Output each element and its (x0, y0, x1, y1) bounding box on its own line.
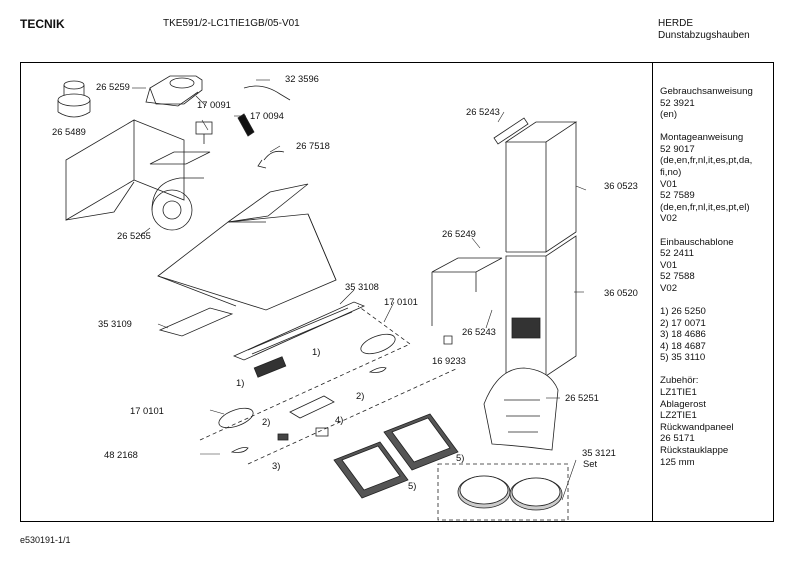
info-line: 52 9017 (660, 143, 695, 155)
callout-label: 5) (408, 480, 417, 491)
callout-label: 1) (236, 377, 245, 388)
info-line: 52 3921 (660, 97, 695, 109)
duct-adapter-part (57, 80, 91, 118)
power-cable-part (257, 150, 285, 169)
info-line: Rückstauklappe (660, 445, 729, 457)
part-label: 17 0094 (250, 110, 284, 121)
chimney-upper-part (504, 121, 578, 253)
info-line: 52 2411 (660, 248, 694, 260)
info-line: 2) 17 0071 (660, 317, 706, 329)
chimney-lower-part (505, 235, 577, 377)
sleeve-part (237, 113, 255, 137)
manual-block: Gebrauchsanweisung 52 3921 (en) (660, 86, 772, 121)
part-label: 26 5243 (462, 326, 496, 337)
callout-label: 3) (272, 460, 281, 471)
info-line: 3) 18 4686 (660, 329, 706, 341)
info-line: 52 7589 (660, 190, 695, 202)
part-label: 35 3121 (582, 447, 616, 458)
motor-plate-part (65, 119, 185, 221)
lamp-group-outline (199, 305, 459, 465)
info-line: Einbauschablone (660, 236, 734, 248)
info-line: 125 mm (660, 456, 695, 468)
part-label: 26 5489 (52, 126, 86, 137)
brand-name: TECNIK (20, 17, 65, 31)
model-number: TKE591/2-LC1TIE1GB/05-V01 (163, 18, 300, 29)
drawing-frame (20, 62, 774, 522)
info-line: V01 (660, 259, 678, 271)
info-line: 52 7588 (660, 271, 695, 283)
info-line: Montageanweisung (660, 132, 744, 144)
part-label: 36 0520 (604, 287, 638, 298)
cable-tie-part (243, 85, 291, 101)
info-line: 1) 26 5250 (660, 306, 706, 317)
carbon-filter-set (437, 463, 569, 521)
part-label: 35 3108 (345, 281, 379, 292)
assembly-block: Montageanweisung 52 9017 (de,en,fr,nl,it… (660, 132, 772, 225)
clip-part (443, 335, 453, 345)
callout-legend: 1) 26 5250 2) 17 0071 3) 18 4686 4) 18 4… (660, 306, 772, 364)
manufacturer-block: HERDE Dunstabzugshauben (658, 18, 750, 42)
part-label: 26 5249 (442, 228, 476, 239)
info-line: Gebrauchsanweisung (660, 86, 753, 97)
part-label: 35 3109 (98, 318, 132, 329)
part-label: 26 5265 (117, 230, 151, 241)
filter-frame-part (232, 301, 366, 378)
callout-label: 2) (262, 416, 271, 427)
callout-label: 5) (456, 452, 465, 463)
part-label: 16 9233 (432, 355, 466, 366)
side-info-panel: Gebrauchsanweisung 52 3921 (en) Montagea… (660, 86, 772, 480)
part-label: 26 5251 (565, 392, 599, 403)
manufacturer-name: HERDE (658, 18, 694, 29)
side-panel-part (158, 307, 234, 337)
document-id: e530191-1/1 (20, 535, 71, 545)
info-line: V01 (660, 178, 678, 190)
info-line: LZ2TIE1 (660, 410, 697, 422)
part-label: 26 7518 (296, 140, 330, 151)
info-line: fi,no) (660, 167, 682, 179)
lamp-parts (218, 333, 396, 453)
callout-label: 2) (356, 390, 365, 401)
template-block: Einbauschablone 52 2411 V01 52 7588 V02 (660, 237, 772, 295)
info-line: 5) 35 3110 (660, 352, 706, 364)
info-line: (de,en,fr,nl,it,es,pt,el) (660, 201, 750, 213)
info-line: (en) (660, 109, 678, 121)
part-label: 17 0101 (130, 405, 164, 416)
fan-motor-part (149, 151, 211, 231)
bracket-part (493, 117, 529, 145)
part-label: 26 5259 (96, 81, 130, 92)
callout-label: 1) (312, 346, 321, 357)
callout-label: 4) (335, 414, 344, 425)
back-panel-part (483, 367, 559, 451)
part-label: 36 0523 (604, 180, 638, 191)
hood-body-part (157, 183, 337, 311)
part-label: 17 0091 (197, 99, 231, 110)
wall-bracket-part (431, 257, 503, 326)
accessories-block: Zubehör: LZ1TIE1 Ablagerost LZ2TIE1 Rück… (660, 375, 772, 468)
switch-part (195, 121, 213, 144)
info-line: V02 (660, 282, 678, 294)
part-label: 48 2168 (104, 449, 138, 460)
grease-filters (333, 413, 459, 499)
product-type: Dunstabzugshauben (658, 30, 750, 41)
info-line: LZ1TIE1 (660, 387, 697, 399)
info-line: Rückwandpaneel (660, 421, 734, 433)
lamp-holder-part (277, 395, 335, 441)
part-label: 26 5243 (466, 106, 500, 117)
info-line: Zubehör: (660, 375, 699, 387)
info-line: (de,en,fr,nl,it,es,pt,da, (660, 155, 753, 167)
part-label: Set (583, 458, 598, 469)
info-line: Ablagerost (660, 398, 706, 410)
info-line: 4) 18 4687 (660, 340, 706, 352)
info-line: 26 5171 (660, 433, 695, 445)
part-label: 32 3596 (285, 73, 319, 84)
info-line: V02 (660, 213, 678, 225)
frame-divider (652, 62, 653, 522)
fan-housing-part (145, 75, 203, 107)
part-label: 17 0101 (384, 296, 418, 307)
leader-lines (132, 79, 587, 501)
